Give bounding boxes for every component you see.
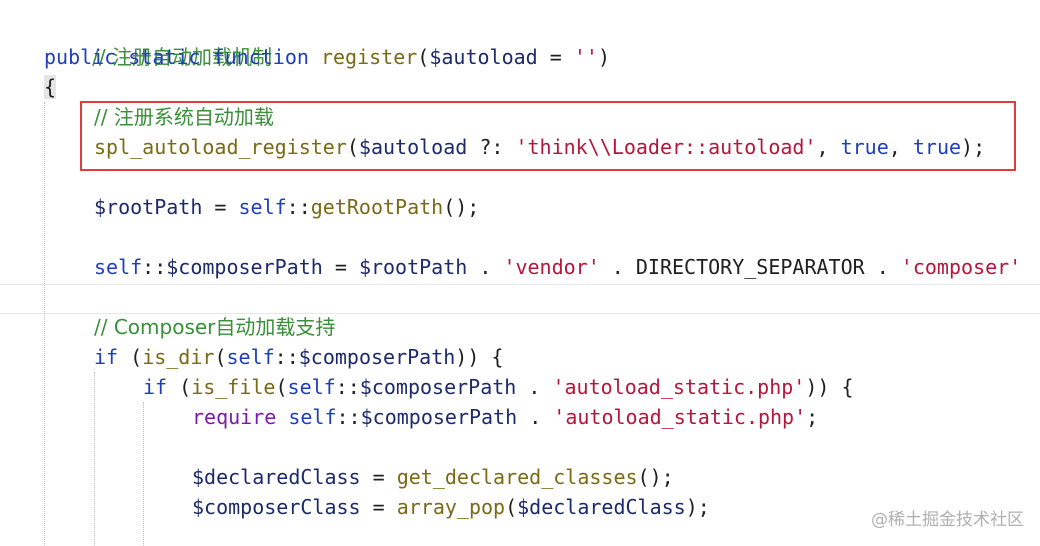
operator: = [360, 495, 397, 519]
operator: = [537, 45, 574, 69]
punct: (); [637, 465, 674, 489]
indent-guide-2 [94, 372, 95, 546]
punct: :: [286, 195, 311, 219]
current-line-highlight [0, 284, 1040, 314]
punct: )) { [805, 375, 854, 399]
keyword: self [287, 375, 336, 399]
operator: . [516, 375, 553, 399]
string: 'think\\Loader::autoload' [515, 135, 817, 159]
code-line-4[interactable]: // 注册系统自动加载 [94, 102, 274, 132]
punct: ( [346, 135, 359, 159]
operator: . [467, 255, 504, 279]
variable: $composerPath [166, 255, 323, 279]
code-line-7[interactable]: self::$composerPath = $rootPath . 'vendo… [94, 252, 1021, 282]
string: 'autoload_static.php' [552, 375, 806, 399]
variable: $declaredClass [192, 465, 361, 489]
code-line-9[interactable]: if (is_dir(self::$composerPath)) { [94, 342, 503, 372]
punct: :: [274, 345, 299, 369]
variable: $rootPath [94, 195, 203, 219]
code-line-10[interactable]: if (is_file(self::$composerPath . 'autol… [143, 372, 854, 402]
variable: $composerPath [359, 375, 517, 399]
comment: // 注册自动加载机制 [92, 45, 273, 69]
function-name: array_pop [396, 495, 506, 519]
punct: ( [118, 345, 143, 369]
keyword: self [94, 255, 143, 279]
variable: $declaredClass [517, 495, 686, 519]
operator: . [864, 255, 901, 279]
punct: ( [417, 45, 430, 69]
string: 'autoload_static.php' [553, 405, 807, 429]
punct: ( [275, 375, 288, 399]
keyword: true [840, 135, 889, 159]
operator: = [202, 195, 239, 219]
keyword: require [192, 405, 277, 429]
code-line-6[interactable]: $rootPath = self::getRootPath(); [94, 192, 479, 222]
keyword: function [212, 45, 309, 69]
keyword: if [94, 345, 119, 369]
punct: ); [961, 135, 986, 159]
punct: , [816, 135, 841, 159]
function-name: is_dir [142, 345, 215, 369]
keyword: true [912, 135, 962, 159]
function-name: register [320, 45, 418, 69]
variable: $autoload [358, 135, 468, 159]
operator: . [599, 255, 636, 279]
punct: :: [336, 405, 361, 429]
punct: (); [443, 195, 480, 219]
annotation-box [80, 101, 1016, 171]
operator: = [360, 465, 397, 489]
comment: // Composer自动加载支持 [94, 315, 336, 339]
space [276, 405, 288, 429]
operator: ?: [467, 135, 516, 159]
function-name: spl_autoload_register [94, 135, 347, 159]
punct: ) [597, 45, 610, 69]
code-line-8[interactable]: // Composer自动加载支持 [94, 312, 335, 342]
punct: ); [685, 495, 710, 519]
keyword: self [288, 405, 337, 429]
code-line-1[interactable]: // 注册自动加载机制 [44, 12, 272, 69]
variable: $autoload [429, 45, 538, 69]
punct: )) { [455, 345, 504, 369]
string: 'composer' [900, 255, 1022, 279]
punct: ( [505, 495, 518, 519]
variable: $composerClass [192, 495, 361, 519]
code-line-12[interactable]: $declaredClass = get_declared_classes(); [192, 462, 674, 492]
comment: // 注册系统自动加载 [94, 105, 274, 129]
variable: $rootPath [358, 255, 468, 279]
variable: $composerPath [298, 345, 456, 369]
keyword: static [128, 45, 201, 69]
string: '' [573, 45, 598, 69]
variable: $composerPath [360, 405, 518, 429]
punct: ; [806, 405, 819, 429]
code-line-11[interactable]: require self::$composerPath . 'autoload_… [192, 402, 818, 432]
punct: ( [214, 345, 227, 369]
string: 'vendor' [503, 255, 600, 279]
keyword: if [143, 375, 168, 399]
watermark: @稀土掘金技术社区 [871, 510, 1024, 530]
punct: ( [167, 375, 192, 399]
function-name: is_file [191, 375, 276, 399]
code-line-3[interactable]: { [44, 72, 57, 102]
keyword: self [238, 195, 287, 219]
constant: DIRECTORY_SEPARATOR [635, 255, 865, 279]
keyword: self [226, 345, 275, 369]
function-name: get_declared_classes [396, 465, 638, 489]
punct: :: [335, 375, 360, 399]
function-name: getRootPath [310, 195, 444, 219]
operator: = [322, 255, 359, 279]
punct: , [888, 135, 913, 159]
indent-guide-1 [44, 102, 45, 546]
indent-guide-3 [143, 402, 144, 546]
keyword: public [44, 45, 117, 69]
punct: :: [142, 255, 167, 279]
code-line-2[interactable]: public static function register($autoloa… [44, 42, 610, 72]
operator: . [517, 405, 554, 429]
code-line-13[interactable]: $composerClass = array_pop($declaredClas… [192, 492, 710, 522]
code-line-5[interactable]: spl_autoload_register($autoload ?: 'thin… [94, 132, 985, 162]
matched-brace: { [44, 75, 57, 99]
